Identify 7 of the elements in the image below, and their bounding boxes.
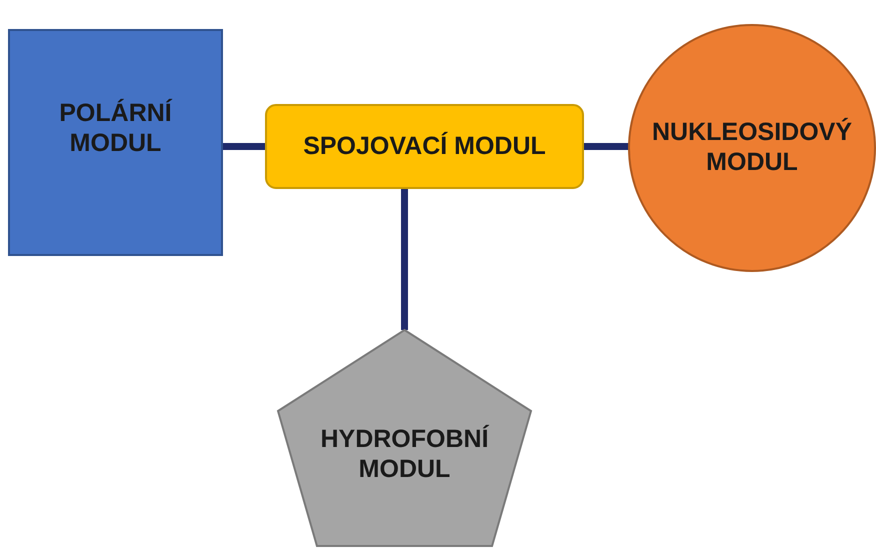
connector-line xyxy=(583,143,629,150)
module-label: NUKLEOSIDOVÝ MODUL xyxy=(650,117,854,177)
module-label: POLÁRNÍ MODUL xyxy=(58,98,174,158)
connector-line xyxy=(401,188,408,330)
module-label: SPOJOVACÍ MODUL xyxy=(303,131,546,161)
module-label: HYDROFOBNÍ MODUL xyxy=(319,424,490,484)
connector-line xyxy=(222,143,266,150)
